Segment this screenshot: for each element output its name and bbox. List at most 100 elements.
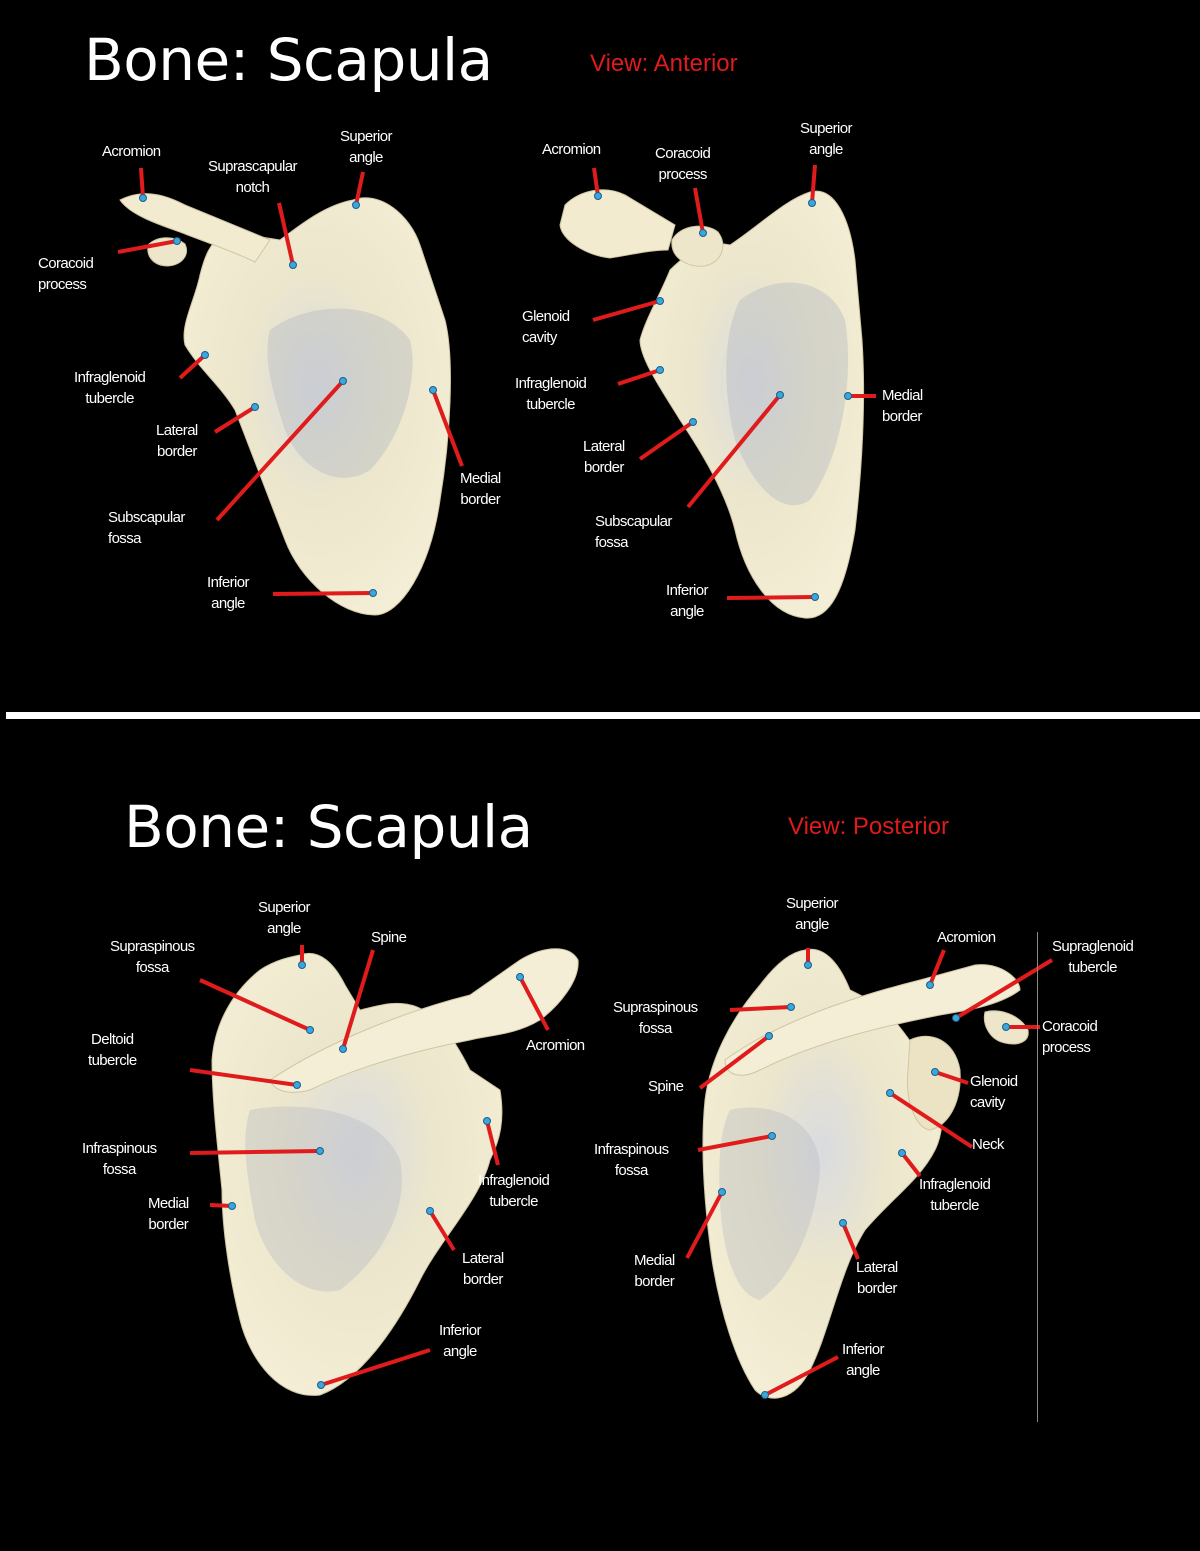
post1-acromion-leader-line [518,976,550,1031]
post1-medial-border-label: Medial border [148,1195,189,1233]
post1-lateral-border-marker-dot [426,1207,434,1215]
ant1-suprascapular-notch-label: Suprascapular notch [208,158,298,196]
post1-lateral-border-label: Lateral border [462,1250,504,1288]
post2-infraspinous-fossa-label: Infraspinous fossa [594,1141,669,1179]
slide-2-view-label: View: Posterior [788,813,949,840]
ant1-inferior-angle-leader-line [272,591,374,596]
ant2-subscapular-fossa-leader-line [686,393,782,509]
post1-infraspinous-marker-dot [316,1147,324,1155]
post1-lateral-border-leader-line [428,1209,456,1252]
post2-inferior-angle-label: Inferior angle [842,1341,884,1379]
ant1-lateral-border-leader-line [213,405,257,434]
ant2-coracoid-process-label: Coracoid process [655,145,711,183]
post1-infraglenoid-marker-dot [483,1117,491,1125]
post1-spine-label: Spine [371,929,407,946]
post1-deltoid-marker-dot [293,1081,301,1089]
scapula-posterior-2-glenoid [906,1035,961,1131]
post1-infraspinous-fossa-label: Infraspinous fossa [82,1140,157,1178]
ant1-inferior-angle-label: Inferior angle [207,574,249,612]
post2-acromion-leader-line [928,949,946,986]
scapula-anterior-2-acromion [559,189,676,259]
ant1-suprascapular-notch-leader-line [277,202,295,266]
scapula-posterior-1-spine [269,948,579,1093]
post2-infraspinous-marker-dot [768,1132,776,1140]
ant2-acromion-marker-dot [594,192,602,200]
scapula-posterior-2-shadow [719,1107,820,1300]
ant2-infraglenoid-leader-line [617,368,661,386]
post2-spine-marker-dot [765,1032,773,1040]
post2-supraspinous-leader-line [729,1005,792,1012]
post2-lateral-border-marker-dot [839,1219,847,1227]
post2-lateral-border-leader-line [841,1222,860,1260]
post1-supraspinous-fossa-label: Supraspinous fossa [110,938,195,976]
post1-superior-angle-label: Superior angle [258,899,311,937]
post2-supraglenoid-marker-dot [952,1014,960,1022]
post1-spine-marker-dot [339,1045,347,1053]
ant1-coracoid-marker-dot [173,237,181,245]
post2-spine-label: Spine [648,1078,684,1095]
ant1-suprascapular-notch-marker-dot [289,261,297,269]
ant1-superior-angle-leader-line [354,171,365,206]
post2-infraglenoid-tubercle-label: Infraglenoid tubercle [919,1176,991,1214]
post2-inferior-angle-marker-dot [761,1391,769,1399]
ant2-inferior-angle-marker-dot [811,593,819,601]
ant2-inferior-angle-label: Inferior angle [666,582,708,620]
ant2-medial-border-marker-dot [844,392,852,400]
post2-coracoid-process-label: Coracoid process [1042,1018,1098,1056]
leader-lines [117,164,1054,1397]
post1-supraspinous-marker-dot [306,1026,314,1034]
ant1-acromion-label: Acromion [102,143,161,160]
ant1-acromion-leader-line [139,167,145,199]
post2-infraglenoid-leader-line [900,1151,922,1178]
ant1-subscapular-fossa-label: Subscapular fossa [108,509,185,547]
scapula-posterior-2-image [702,948,1029,1399]
ant2-coracoid-marker-dot [699,229,707,237]
post1-deltoid-leader-line [189,1068,298,1087]
post2-supraspinous-marker-dot [787,1003,795,1011]
ant1-superior-angle-label: Superior angle [340,128,393,166]
ant2-superior-angle-marker-dot [808,199,816,207]
post2-supraspinous-fossa-label: Supraspinous fossa [613,999,698,1037]
post2-glenoid-cavity-label: Glenoid cavity [970,1073,1018,1111]
post1-inferior-angle-leader-line [320,1348,431,1387]
slide-divider [6,712,1200,719]
ant2-glenoid-marker-dot [656,297,664,305]
post1-deltoid-tubercle-label: Deltoid tubercle [88,1031,137,1069]
post1-inferior-angle-marker-dot [317,1381,325,1389]
ant2-acromion-leader-line [592,167,600,197]
ant1-inferior-angle-marker-dot [369,589,377,597]
scapula-anterior-1-image [119,193,451,616]
ant1-coracoid-process-label: Coracoid process [38,255,94,293]
post2-medial-border-marker-dot [718,1188,726,1196]
scapula-anterior-1-acromion [119,193,271,263]
ant2-subscapular-fossa-marker-dot [776,391,784,399]
post2-spine-leader-line [698,1034,771,1090]
post1-acromion-marker-dot [516,973,524,981]
ant1-acromion-marker-dot [139,194,147,202]
post2-supraglenoid-leader-line [954,958,1054,1020]
ant1-infraglenoid-marker-dot [201,351,209,359]
slide-1-title: Bone: Scapula [84,26,493,94]
post1-acromion-label: Acromion [526,1037,585,1054]
vertical-rule [1037,932,1038,1422]
ant1-lateral-border-label: Lateral border [156,422,198,460]
ant2-infraglenoid-marker-dot [656,366,664,374]
ant1-infraglenoid-leader-line [178,353,207,380]
ant2-infraglenoid-tubercle-label: Infraglenoid tubercle [515,375,587,413]
ant2-coracoid-leader-line [693,187,705,234]
post1-infraglenoid-tubercle-label: Infraglenoid tubercle [478,1172,550,1210]
post2-superior-angle-marker-dot [804,961,812,969]
post2-lateral-border-label: Lateral border [856,1259,898,1297]
post1-medial-border-marker-dot [228,1202,236,1210]
ant1-superior-angle-marker-dot [352,201,360,209]
ant2-acromion-label: Acromion [542,141,601,158]
ant1-coracoid-leader-line [117,239,178,254]
ant1-subscapular-fossa-leader-line [215,379,345,522]
post2-glenoid-leader-line [934,1070,969,1085]
post2-coracoid-marker-dot [1002,1023,1010,1031]
scapula-anterior-2-coracoid [671,225,724,267]
ant2-glenoid-cavity-label: Glenoid cavity [522,308,570,346]
post2-infraglenoid-marker-dot [898,1149,906,1157]
